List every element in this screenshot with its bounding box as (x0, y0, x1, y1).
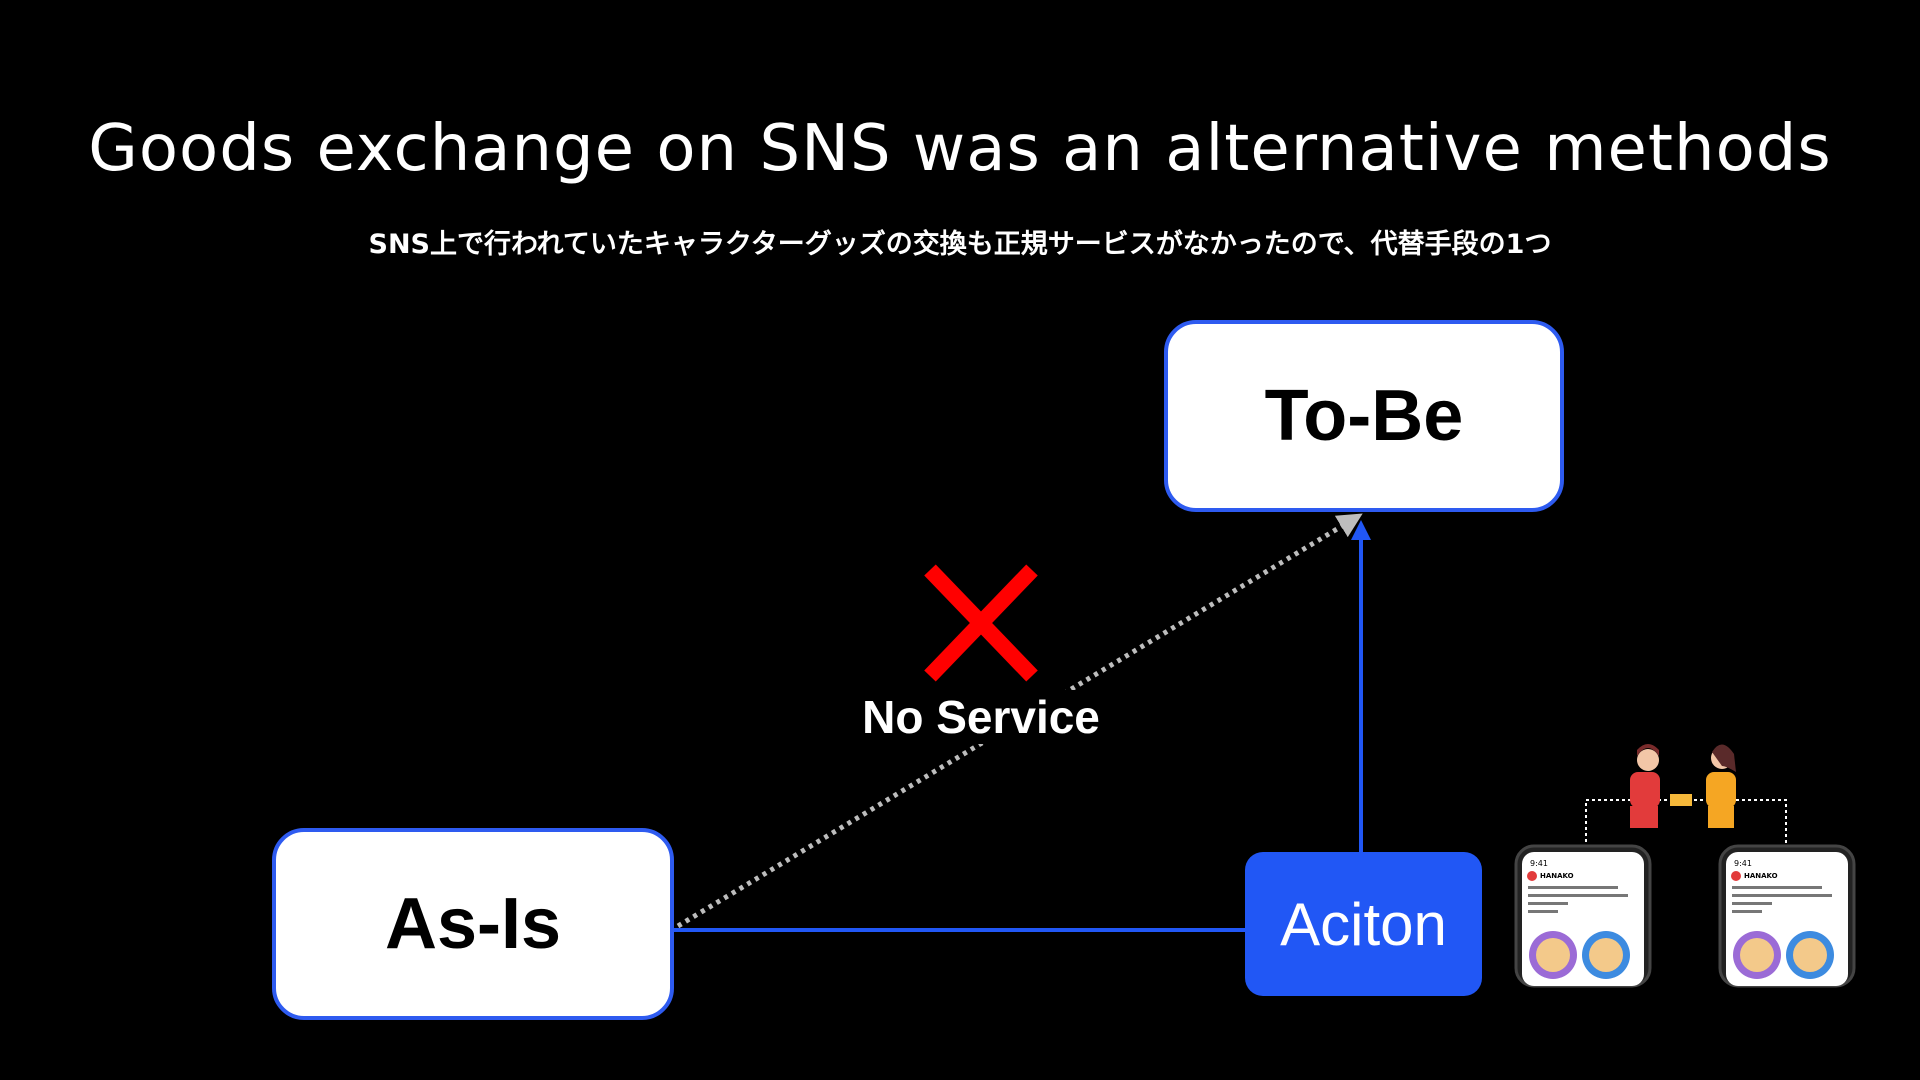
as-is-label: As-Is (384, 884, 562, 964)
to-be-label: To-Be (1264, 376, 1464, 456)
no-service-label: No Service (846, 690, 1116, 744)
phone-icon (1514, 844, 1652, 988)
phone-user: HANAKO (1540, 872, 1574, 880)
exchange-bracket (1585, 799, 1787, 848)
two-people-exchange-icon (1630, 744, 1736, 828)
phone-icon (1718, 844, 1856, 988)
slide-title: Goods exchange on SNS was an alternative… (88, 112, 1832, 186)
as-is-box: As-Is (272, 828, 674, 1020)
cross-icon (924, 564, 1038, 682)
phone-user: HANAKO (1744, 872, 1778, 880)
phone-time: 9:41 (1734, 859, 1752, 868)
to-be-box: To-Be (1164, 320, 1564, 512)
phone-time: 9:41 (1530, 859, 1548, 868)
slide-subtitle: SNS上で行われていたキャラクターグッズの交換も正規サービスがなかったので、代替… (368, 229, 1552, 260)
action-box: Aciton (1245, 852, 1482, 996)
action-label: Aciton (1280, 890, 1447, 958)
